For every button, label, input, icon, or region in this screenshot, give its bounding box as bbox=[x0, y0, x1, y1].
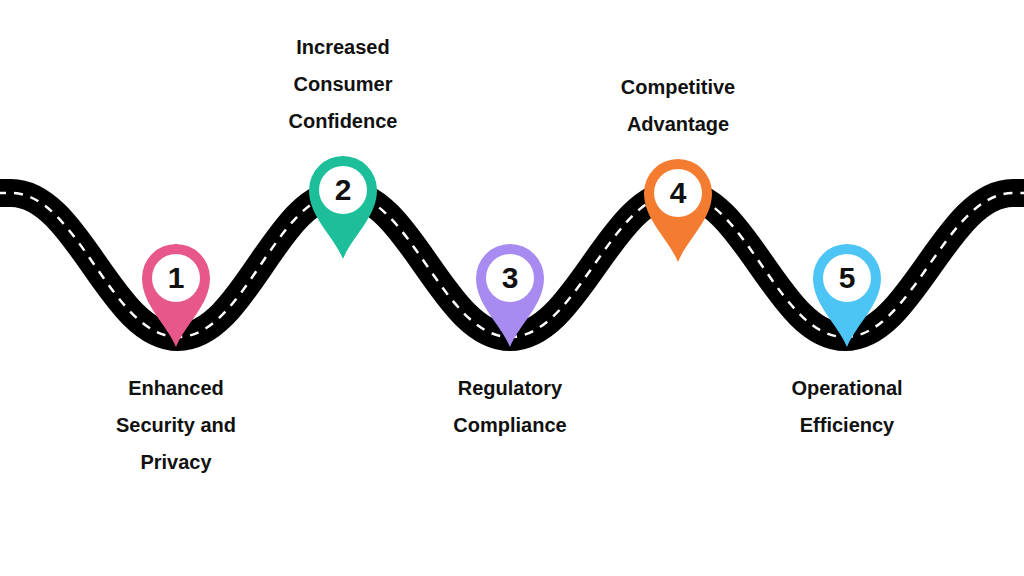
callout-number: 3 bbox=[475, 243, 545, 313]
map-pin: 2Increased Consumer Confidence bbox=[308, 155, 378, 260]
pin-body bbox=[142, 244, 210, 347]
pin-body bbox=[309, 156, 377, 259]
pin-shape bbox=[141, 243, 211, 348]
step-label: Increased Consumer Confidence bbox=[263, 29, 423, 140]
pin-body bbox=[813, 244, 881, 347]
step-label: Regulatory Compliance bbox=[430, 370, 590, 444]
step-label: Enhanced Security and Privacy bbox=[96, 370, 256, 481]
callout-number: 5 bbox=[812, 243, 882, 313]
map-pin: 4Competitive Advantage bbox=[643, 158, 713, 263]
map-pin: 5Operational Efficiency bbox=[812, 243, 882, 348]
pin-body bbox=[476, 244, 544, 347]
step-label: Competitive Advantage bbox=[598, 69, 758, 143]
pin-shape bbox=[643, 158, 713, 263]
pin-body bbox=[644, 159, 712, 262]
callout-number: 1 bbox=[141, 243, 211, 313]
map-pin: 3Regulatory Compliance bbox=[475, 243, 545, 348]
pin-shape bbox=[812, 243, 882, 348]
map-pin: 1Enhanced Security and Privacy bbox=[141, 243, 211, 348]
step-label: Operational Efficiency bbox=[767, 370, 927, 444]
pin-shape bbox=[308, 155, 378, 260]
pin-shape bbox=[475, 243, 545, 348]
callout-number: 4 bbox=[643, 158, 713, 228]
callout-number: 2 bbox=[308, 155, 378, 225]
